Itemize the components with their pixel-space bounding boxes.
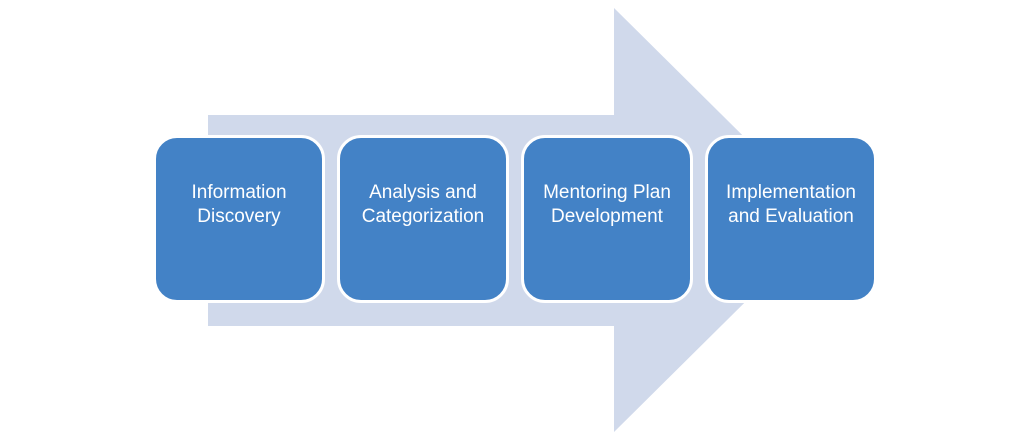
step-label: Analysis and Categorization — [361, 182, 485, 227]
arrow-shape — [208, 8, 828, 432]
step-mentoring-plan-development: Mentoring Plan Development — [521, 135, 693, 303]
step-label: Implementation and Evaluation — [726, 182, 856, 227]
step-label: Information Discovery — [191, 182, 287, 227]
step-analysis-and-categorization: Analysis and Categorization — [337, 135, 509, 303]
step-label: Mentoring Plan Development — [543, 182, 671, 227]
step-implementation-and-evaluation: Implementation and Evaluation — [705, 135, 877, 303]
step-information-discovery: Information Discovery — [153, 135, 325, 303]
